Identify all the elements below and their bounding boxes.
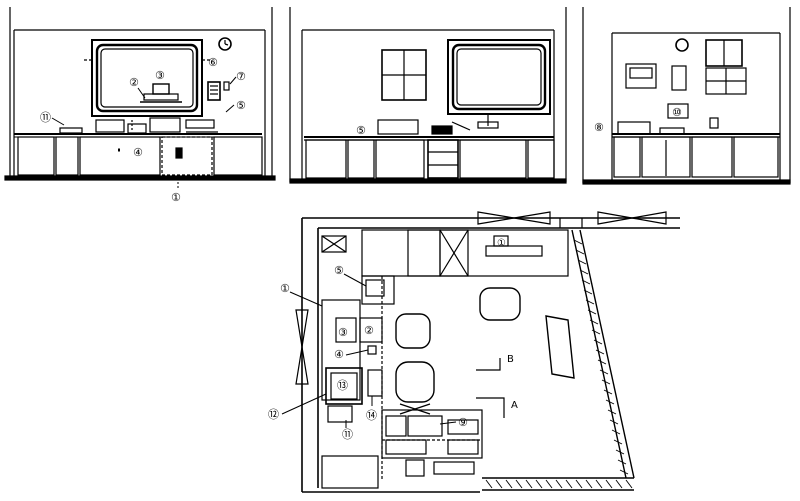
marker-5-plan: ⑤ (334, 264, 344, 277)
marker-13: ⑬ (337, 379, 348, 392)
elevation-right (582, 7, 791, 185)
floor-plan (295, 211, 680, 493)
marker-4-plan: ④ (334, 348, 344, 361)
chair-upper (395, 313, 431, 349)
marker-7: ⑦ (236, 70, 246, 83)
marker-1-plan: ① (497, 238, 506, 249)
clock-icon-2 (675, 38, 689, 52)
marker-9: ⑨ (458, 416, 468, 429)
floor-plan-markers: B A ① ① ⑤ ③ ② ④ ⑬ ⑭ ⑫ ⑪ ⑨ (268, 238, 518, 441)
marker-14: ⑭ (366, 409, 377, 422)
marker-2: ② (129, 76, 139, 89)
marker-6: ⑥ (208, 56, 218, 69)
marker-5: ⑤ (236, 99, 246, 112)
elevation-middle-markers: ⑤ (356, 124, 366, 137)
hatched-wall (482, 229, 635, 491)
marker-10: ⑩ (672, 106, 682, 119)
section-a: A (511, 400, 518, 411)
marker-3-plan: ③ (338, 326, 348, 339)
chair-lower (395, 361, 435, 403)
marker-5-mid: ⑤ (356, 124, 366, 137)
marker-2-plan: ② (364, 324, 374, 337)
leader-lines (281, 273, 457, 428)
elevation-left (4, 7, 276, 181)
marker-3: ③ (155, 69, 165, 82)
clock-icon (218, 37, 232, 51)
elevation-left-markers: ⑪ ② ③ ④ ⑥ ⑦ ⑤ ① (40, 56, 246, 204)
marker-8: ⑧ (594, 121, 604, 134)
marker-1-left: ① (280, 282, 290, 295)
elevation-middle (289, 7, 567, 184)
section-b: B (507, 354, 514, 365)
table-upper (479, 287, 521, 321)
window-frame (82, 39, 212, 117)
elevation-right-markers: ⑧ ⑩ (594, 106, 682, 134)
marker-11-plan: ⑪ (342, 428, 353, 441)
top-window-marks (477, 211, 667, 228)
marker-11: ⑪ (40, 111, 51, 124)
marker-4: ④ (133, 146, 143, 159)
marker-1: ① (171, 191, 181, 204)
marker-12: ⑫ (268, 408, 279, 421)
